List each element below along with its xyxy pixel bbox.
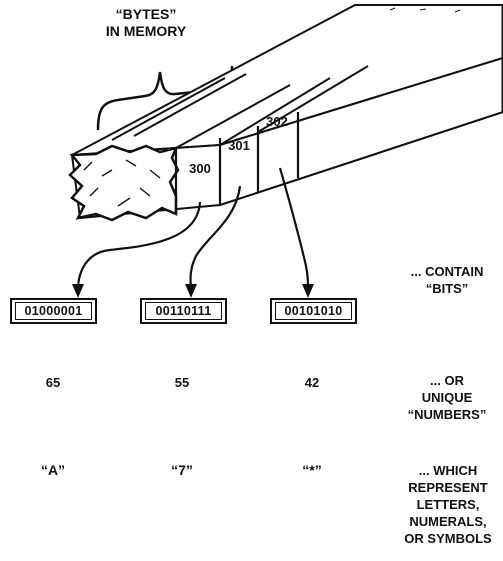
byte-value-302: 00101010 <box>275 302 352 320</box>
number-301: 55 <box>174 375 190 390</box>
side-note-numbers: ... OR UNIQUE “NUMBERS” <box>393 372 501 423</box>
side-note-symbols: ... WHICH REPRESENT LETTERS, NUMERALS, O… <box>395 462 501 547</box>
side-note-numbers-line-1: ... OR <box>430 373 464 388</box>
number-300: 65 <box>45 375 61 390</box>
arrow-302 <box>278 167 310 291</box>
byte-box-300: 01000001 <box>10 298 97 324</box>
bytes-in-memory-label: “BYTES” IN MEMORY <box>96 6 196 40</box>
character-301: “7” <box>171 462 193 478</box>
side-note-bits: ... CONTAIN “BITS” <box>395 263 499 297</box>
side-note-symbols-line-4: NUMERALS, <box>409 514 487 529</box>
address-300: 300 <box>189 161 211 176</box>
side-note-symbols-line-2: REPRESENT <box>408 480 488 495</box>
number-302: 42 <box>304 375 320 390</box>
character-302: “*” <box>302 462 322 478</box>
header-line-2: IN MEMORY <box>105 23 187 39</box>
side-note-bits-line-2: “BITS” <box>425 281 469 296</box>
memory-bar-broken-end <box>68 144 180 222</box>
byte-value-301: 00110111 <box>145 302 222 320</box>
byte-box-301: 00110111 <box>140 298 227 324</box>
header-line-1: “BYTES” <box>115 6 177 22</box>
side-note-bits-line-1: ... CONTAIN <box>410 264 484 279</box>
address-302: 302 <box>266 114 288 129</box>
side-note-numbers-line-3: “NUMBERS” <box>407 407 487 422</box>
side-note-symbols-line-5: OR SYMBOLS <box>404 531 492 546</box>
byte-box-302: 00101010 <box>270 298 357 324</box>
side-note-symbols-line-3: LETTERS, <box>416 497 480 512</box>
arrow-300 <box>76 201 202 291</box>
side-note-symbols-line-1: ... WHICH <box>418 463 478 478</box>
address-301: 301 <box>228 138 250 153</box>
byte-value-300: 01000001 <box>15 302 92 320</box>
character-300: “A” <box>40 462 66 478</box>
side-note-numbers-line-2: UNIQUE <box>421 390 473 405</box>
arrow-301 <box>189 185 242 291</box>
